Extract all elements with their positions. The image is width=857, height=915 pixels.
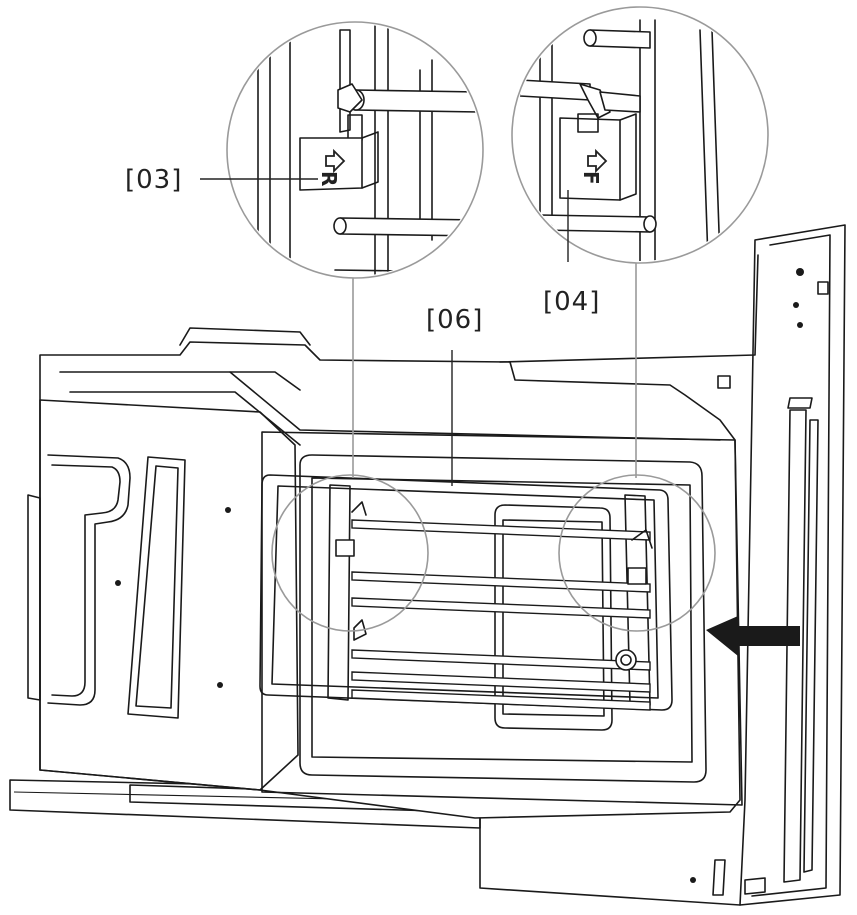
- rack-rear-tag: [335, 539, 355, 557]
- oven-cavity: [261, 431, 743, 806]
- up-arrow-icon: [325, 148, 346, 174]
- rack-front-tag: [627, 567, 647, 585]
- wire-rack: [259, 474, 673, 711]
- front-tag-letter: F: [579, 171, 603, 185]
- svg-text:[06]: [06]: [426, 305, 483, 335]
- callout-06: [06]: [426, 305, 483, 486]
- rack-rods: [351, 519, 651, 711]
- right-to-left-arrow-icon: [706, 616, 800, 656]
- detail-marker-front: [558, 474, 716, 632]
- callout-04: [04]: [543, 190, 600, 317]
- detail-marker-rear: [271, 474, 429, 632]
- right-side-panel: [479, 224, 846, 906]
- up-arrow-icon: [587, 148, 608, 174]
- rear-tag-letter: R: [317, 171, 341, 186]
- svg-text:[03]: [03]: [125, 165, 182, 195]
- callout-03: [03]: [125, 165, 318, 195]
- rack-lock-knob: [615, 649, 637, 671]
- detail-circle-front: F: [511, 6, 769, 264]
- detail-circle-rear: R: [226, 21, 484, 279]
- svg-text:[04]: [04]: [543, 287, 600, 317]
